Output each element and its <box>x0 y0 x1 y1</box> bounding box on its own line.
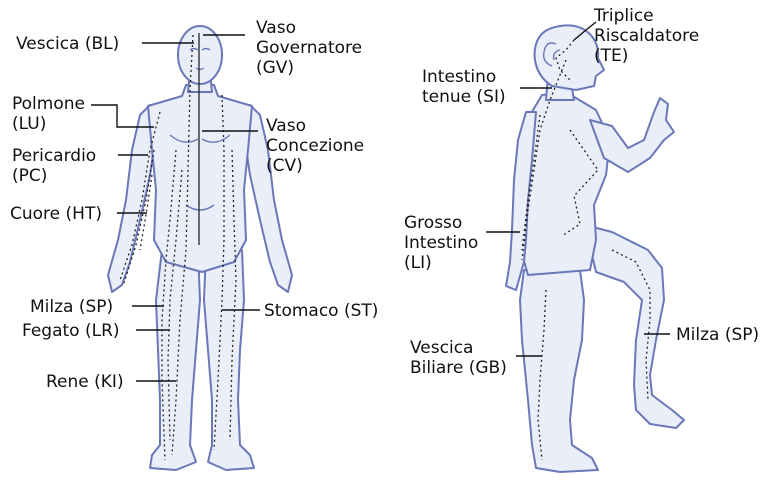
label-li-1: Grosso <box>404 213 462 233</box>
label-pc-1: Pericardio <box>12 146 96 166</box>
label-gv-3: (GV) <box>256 58 294 78</box>
label-gv-2: Governatore <box>256 38 362 58</box>
label-te-1: Triplice <box>593 6 654 26</box>
label-bl: Vescica (BL) <box>16 34 119 54</box>
label-gb-1: Vescica <box>410 338 473 358</box>
label-gv-1: Vaso <box>256 18 296 38</box>
label-cv-1: Vaso <box>266 116 306 136</box>
label-ht: Cuore (HT) <box>10 204 102 224</box>
label-sp-side: Milza (SP) <box>676 325 759 345</box>
front-right-leg <box>150 250 200 470</box>
front-left-leg <box>204 250 254 470</box>
label-si-2: tenue (SI) <box>422 87 506 107</box>
label-li-3: (LI) <box>404 253 432 273</box>
label-si-1: Intestino <box>422 67 496 87</box>
side-standing-leg <box>520 270 598 472</box>
label-te-3: (TE) <box>594 46 628 66</box>
front-torso <box>148 85 252 272</box>
front-right-arm <box>108 105 156 292</box>
label-st: Stomaco (ST) <box>264 301 378 321</box>
side-raised-leg <box>585 225 684 428</box>
label-cv-3: (CV) <box>266 156 303 176</box>
label-gb-2: Biliare (GB) <box>410 358 507 378</box>
label-pc-2: (PC) <box>12 166 47 186</box>
label-ki: Rene (KI) <box>46 372 124 392</box>
label-sp-front: Milza (SP) <box>30 297 113 317</box>
label-lu-2: (LU) <box>12 114 46 134</box>
label-cv-2: Concezione <box>266 136 364 156</box>
label-te-2: Riscaldatore <box>594 26 699 46</box>
front-figure: Vescica (BL) Vaso Governatore (GV) Polmo… <box>10 18 378 470</box>
label-lu-1: Polmone <box>12 94 85 114</box>
side-figure: Triplice Riscaldatore (TE) Intestino ten… <box>404 6 759 472</box>
label-li-2: Intestino <box>404 233 478 253</box>
label-lr: Fegato (LR) <box>22 321 120 341</box>
